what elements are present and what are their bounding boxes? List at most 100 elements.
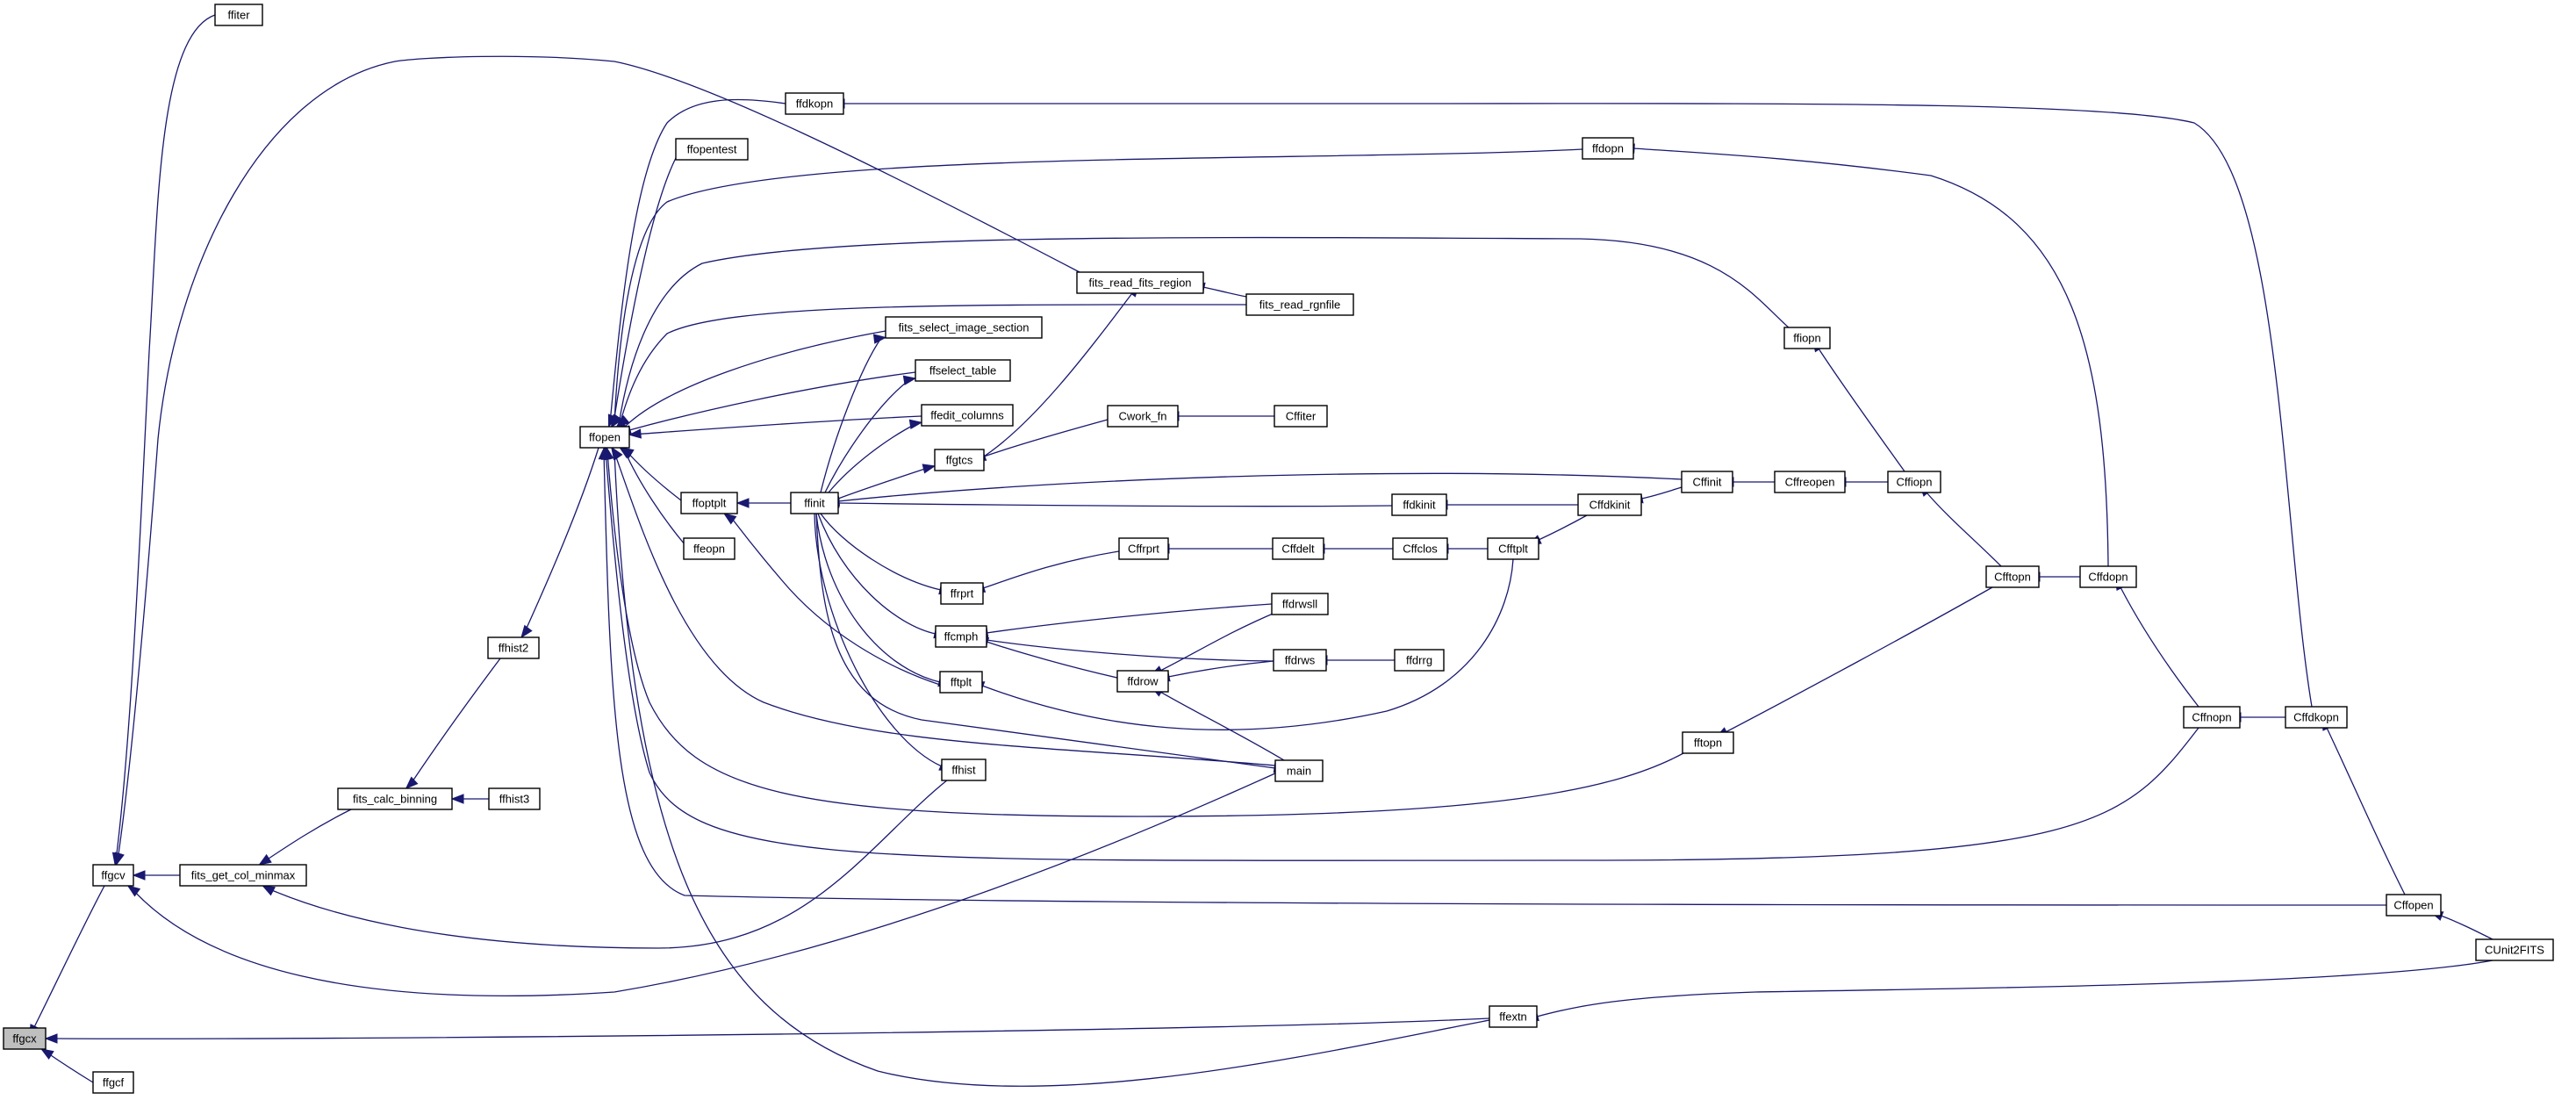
node-fits_get_col_minmax[interactable]: fits_get_col_minmax [179, 864, 307, 887]
node-ffopen[interactable]: ffopen [579, 426, 630, 449]
node-ffgcv[interactable]: ffgcv [92, 864, 134, 887]
node-Cffdkopn[interactable]: Cffdkopn [2285, 706, 2348, 729]
node-ffdopn[interactable]: ffdopn [1582, 137, 1634, 160]
node-ffoptplt[interactable]: ffoptplt [680, 492, 738, 514]
node-Cffinit[interactable]: Cffinit [1681, 471, 1733, 493]
node-ffinit[interactable]: ffinit [790, 492, 839, 514]
node-box [2386, 894, 2442, 917]
node-ffdkinit[interactable]: ffdkinit [1391, 493, 1447, 516]
node-ffgtcs[interactable]: ffgtcs [934, 449, 985, 471]
node-box [1272, 537, 1324, 560]
node-Cwork_fn[interactable]: Cwork_fn [1107, 405, 1179, 428]
node-Cffiter[interactable]: Cffiter [1274, 405, 1328, 428]
edge-fits_read_fits_region-to-ffgcv [114, 55, 1080, 866]
node-Cffrprt[interactable]: Cffrprt [1118, 537, 1169, 560]
node-box [1582, 137, 1634, 160]
arrow-head-icon [450, 794, 464, 804]
node-Cffopen[interactable]: Cffopen [2386, 894, 2442, 917]
edge-line [983, 419, 1109, 457]
arrow-head-icon [40, 1048, 54, 1060]
node-ffextn[interactable]: ffextn [1489, 1005, 1538, 1028]
edge-line [1725, 586, 1993, 733]
node-label: Cffdelt [1281, 543, 1315, 556]
node-fits_calc_binning[interactable]: fits_calc_binning [337, 787, 453, 810]
edge-Cffdkinit-to-ffdkinit [1434, 500, 1578, 510]
node-fits_read_rgnfile[interactable]: fits_read_rgnfile [1245, 293, 1354, 316]
node-ffedit_columns[interactable]: ffedit_columns [921, 404, 1014, 427]
node-box [1489, 1005, 1538, 1028]
node-ffgcx[interactable]: ffgcx [3, 1027, 47, 1050]
node-box [941, 758, 987, 781]
node-box [1391, 493, 1447, 516]
node-label: ffextn [1499, 1010, 1527, 1024]
node-layer: ffgcx ffgcf ffgcv ffiter fits_get_col_minmax… [3, 4, 2554, 1094]
node-ffhist2[interactable]: ffhist2 [487, 636, 540, 659]
edge-line [262, 809, 352, 863]
node-ffdrwsll[interactable]: ffdrwsll [1271, 593, 1329, 615]
edge-ffdrwsll-to-ffdrow [1150, 611, 1278, 677]
edge-line [1202, 286, 1247, 298]
node-box [1783, 327, 1831, 349]
node-ffeopn[interactable]: ffeopn [683, 537, 735, 560]
node-ffhist3[interactable]: ffhist3 [488, 787, 541, 810]
node-ffdrow[interactable]: ffdrow [1116, 670, 1169, 693]
node-label: fftplt [951, 676, 972, 689]
node-label: ffselect_table [929, 364, 996, 377]
node-ffrprt[interactable]: ffrprt [940, 582, 984, 605]
edge-line [1632, 147, 2109, 567]
node-fits_select_image_section[interactable]: fits_select_image_section [885, 316, 1043, 339]
node-Cffreopen[interactable]: Cffreopen [1774, 471, 1846, 493]
node-ffiter[interactable]: ffiter [214, 4, 263, 26]
node-label: ffinit [804, 497, 825, 510]
node-CUnit2FITS[interactable]: CUnit2FITS [2475, 938, 2554, 961]
node-Cffdelt[interactable]: Cffdelt [1272, 537, 1324, 560]
edge-ffoptplt-to-ffopen [621, 447, 682, 501]
node-label: ffiopn [1793, 332, 1821, 345]
edge-line [603, 450, 2387, 906]
node-Cfftplt[interactable]: Cfftplt [1487, 537, 1539, 560]
node-box [214, 4, 263, 26]
node-main[interactable]: main [1274, 759, 1324, 782]
node-Cffclos[interactable]: Cffclos [1392, 537, 1448, 560]
edge-fits_get_col_minmax-to-ffgcv [132, 870, 181, 881]
edge-line [625, 449, 682, 501]
edge-line [2120, 586, 2199, 708]
node-fftopn[interactable]: fftopn [1682, 731, 1734, 754]
node-ffdrrg[interactable]: ffdrrg [1394, 649, 1445, 672]
edge-layer [28, 14, 2493, 1087]
node-label: fits_select_image_section [899, 321, 1030, 334]
node-box [337, 787, 453, 810]
edge-line [614, 148, 1583, 424]
node-Cffnopn[interactable]: Cffnopn [2183, 706, 2241, 729]
edge-line [1818, 348, 1905, 472]
edge-line [815, 513, 941, 683]
node-ffgcf[interactable]: ffgcf [92, 1071, 134, 1094]
node-Cffdkinit[interactable]: Cffdkinit [1577, 493, 1642, 516]
node-Cffdopn[interactable]: Cffdopn [2079, 565, 2137, 588]
node-label: ffrprt [951, 587, 974, 600]
node-box [939, 671, 983, 694]
node-Cfftopn[interactable]: Cfftopn [1985, 565, 2040, 588]
edge-line [54, 1017, 1490, 1039]
node-fftplt[interactable]: fftplt [939, 671, 983, 694]
node-ffhist[interactable]: ffhist [941, 758, 987, 781]
node-ffdkopn[interactable]: ffdkopn [785, 92, 844, 115]
node-ffselect_table[interactable]: ffselect_table [915, 359, 1011, 382]
node-fits_read_fits_region[interactable]: fits_read_fits_region [1076, 271, 1204, 294]
node-Cffiopn[interactable]: Cffiopn [1887, 471, 1941, 493]
node-ffcmph[interactable]: ffcmph [935, 625, 987, 648]
node-box [935, 625, 987, 648]
node-ffopentest[interactable]: ffopentest [675, 138, 749, 161]
edge-line [618, 236, 1791, 426]
node-box [1392, 537, 1448, 560]
node-box [915, 359, 1011, 382]
edge-ffinit-to-ffrprt [820, 513, 953, 595]
edge-line [45, 1051, 94, 1083]
node-box [2079, 565, 2137, 588]
edge-line [614, 450, 1490, 1087]
node-ffdrws[interactable]: ffdrws [1273, 649, 1327, 672]
edge-line [131, 772, 1278, 997]
edge-line [824, 378, 911, 493]
edge-ffdrws-to-ffcmph [974, 635, 1274, 662]
node-ffiopn[interactable]: ffiopn [1783, 327, 1831, 349]
